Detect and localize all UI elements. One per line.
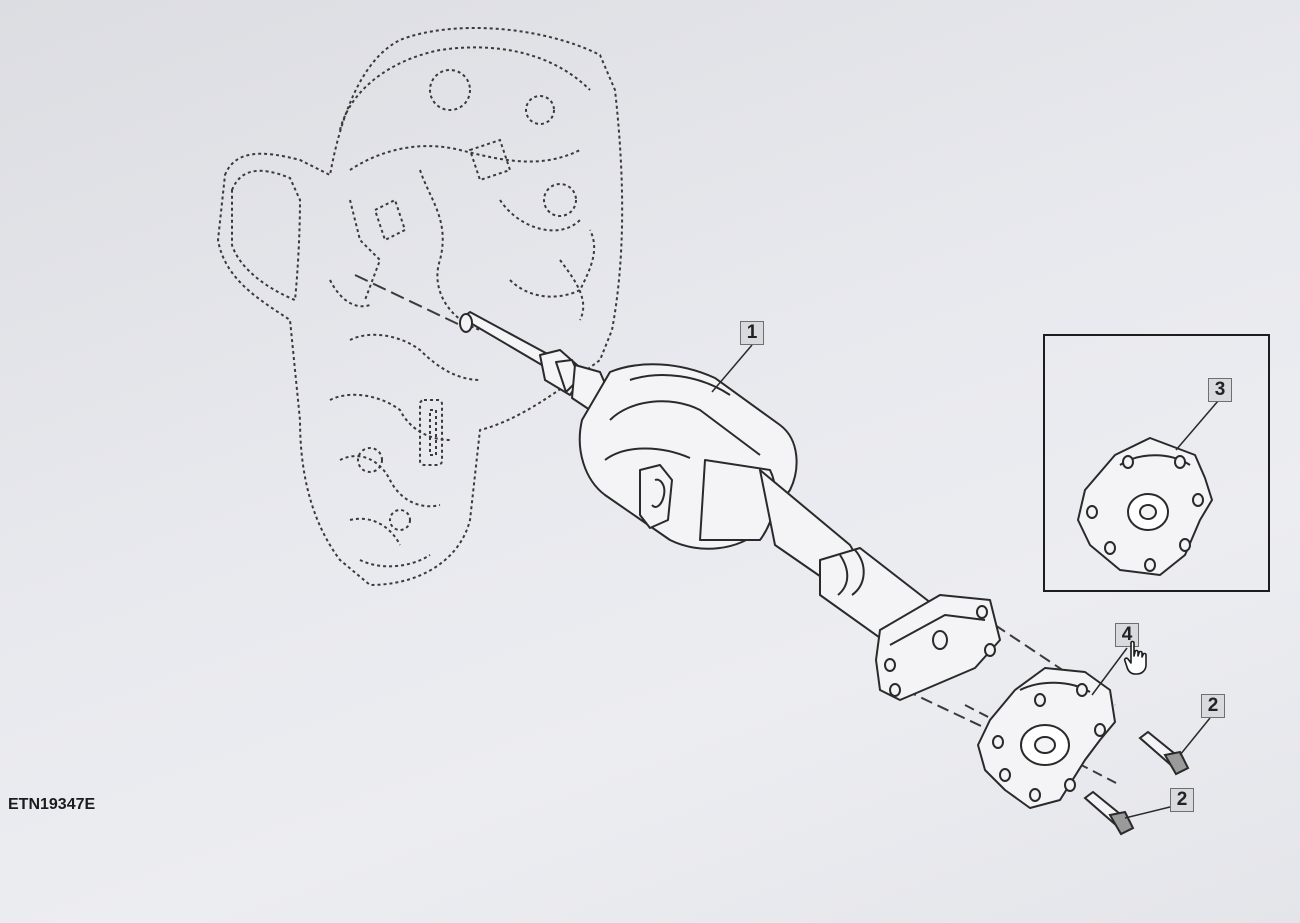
- callout-cap-screw-lower[interactable]: 2: [1170, 788, 1194, 812]
- hand-cursor-icon: [1123, 640, 1147, 675]
- inset-coupler: [1077, 437, 1213, 576]
- housing-dashed-outline: [216, 27, 624, 587]
- callout-coupler-inset[interactable]: 3: [1208, 378, 1232, 402]
- shaft-assembly: [459, 311, 1001, 701]
- flex-coupler: [977, 667, 1116, 809]
- figure-id: ETN19347E: [8, 796, 96, 813]
- callout-coupler[interactable]: 4: [1115, 623, 1139, 647]
- inset-frame: [1043, 334, 1270, 592]
- leader-lines: [711, 344, 1219, 819]
- cap-screws: [1083, 730, 1190, 836]
- callout-shaft-assembly[interactable]: 1: [740, 321, 764, 345]
- callout-cap-screw-upper[interactable]: 2: [1201, 694, 1225, 718]
